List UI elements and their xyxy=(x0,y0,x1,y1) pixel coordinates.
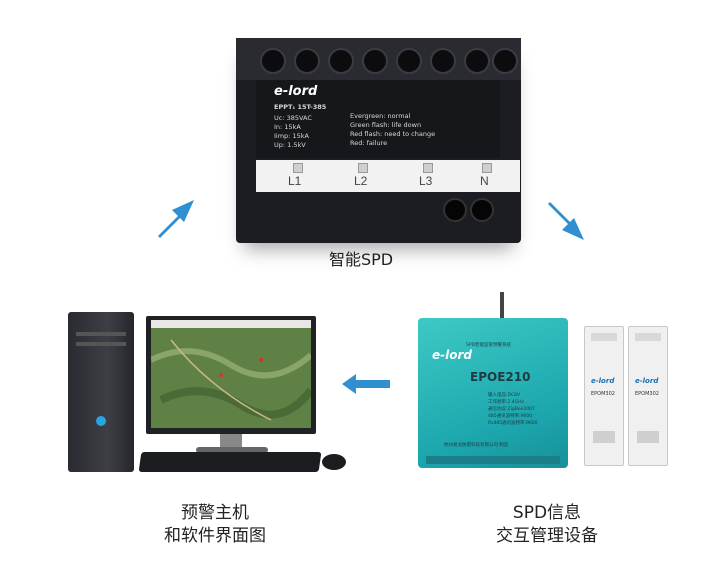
spd-brand-logo: e-lord xyxy=(274,84,318,99)
software-map-screen xyxy=(151,320,311,428)
host-caption-line2: 和软件界面图 xyxy=(164,526,266,546)
rail-module-bottom xyxy=(593,431,615,443)
status-led xyxy=(482,163,492,173)
terminal-hole xyxy=(470,198,494,222)
power-button-icon xyxy=(96,416,106,426)
arrow-shape xyxy=(342,374,390,394)
spd-spec: Up: 1.5kV xyxy=(274,141,306,149)
rail-module-model: EPOM302 xyxy=(635,391,659,397)
spd-status-legend: Red: failure xyxy=(350,139,388,147)
device-header: SPD智能监管预警系统 xyxy=(466,343,512,348)
device-brand-logo: e-lord xyxy=(432,348,472,362)
spd-spec: Iimp: 15kA xyxy=(274,132,309,140)
terminal-screw xyxy=(260,48,286,74)
phase-label-n: N xyxy=(480,174,489,188)
phase-label-l2: L2 xyxy=(354,174,368,188)
keyboard xyxy=(138,452,322,472)
arrow-shape xyxy=(158,200,194,238)
rail-module-brand: e-lord xyxy=(635,377,659,385)
spd-interaction-device: SPD智能监管预警系统 e-lord EPOE210 输入电压:DC8V 工作频… xyxy=(418,318,568,468)
rail-module-bottom xyxy=(637,431,659,443)
drive-bay xyxy=(76,332,126,336)
arrow-left-icon xyxy=(342,374,390,394)
terminal-screw xyxy=(430,48,456,74)
rail-module-model: EPOM302 xyxy=(591,391,615,397)
rail-module: e-lord EPOM302 xyxy=(628,326,668,466)
spd-front-panel: e-lord EPPT₁ 15T-385 Uc: 385VAC In: 15kA… xyxy=(256,80,500,158)
host-computer-tower xyxy=(68,312,134,472)
host-caption-line1: 预警主机 xyxy=(181,503,249,523)
map-view xyxy=(151,320,311,428)
device-caption-line1: SPD信息 xyxy=(512,503,582,523)
terminal-screw xyxy=(328,48,354,74)
rail-module-top xyxy=(591,333,617,341)
status-led xyxy=(358,163,368,173)
arrow-down-right-icon xyxy=(548,202,584,240)
status-led xyxy=(423,163,433,173)
smart-spd-caption: 智能SPD xyxy=(329,250,394,269)
drive-bay xyxy=(76,342,126,346)
spd-terminal-row xyxy=(236,38,521,80)
spd-spec: In: 15kA xyxy=(274,123,301,131)
phase-label-l3: L3 xyxy=(419,174,433,188)
terminal-screw xyxy=(464,48,490,74)
rail-module: e-lord EPOM302 xyxy=(584,326,624,466)
spd-status-legend: Evergreen: normal xyxy=(350,112,411,120)
phase-label-l1: L1 xyxy=(288,174,302,188)
rail-module-brand: e-lord xyxy=(591,377,615,385)
device-terminal-strip xyxy=(426,456,560,464)
spd-spec: Uc: 385VAC xyxy=(274,114,312,122)
device-spec: 输入电压:DC8V xyxy=(488,393,521,398)
arrow-up-right-icon xyxy=(158,200,194,238)
mouse xyxy=(322,454,346,470)
device-spec: Rs485通讯波特率:9600 xyxy=(488,421,538,426)
terminal-screw xyxy=(492,48,518,74)
antenna xyxy=(500,292,504,322)
spd-status-legend: Green flash: life down xyxy=(350,121,422,129)
device-manufacturer: 杭州易龙防雷科技有限公司 制造 xyxy=(444,443,509,448)
device-spec: 485通讯波特率:9600 xyxy=(488,414,533,419)
terminal-screw xyxy=(362,48,388,74)
spd-status-legend: Red flash: need to change xyxy=(350,130,436,138)
monitor-base xyxy=(196,447,268,453)
spd-model: EPPT₁ 15T-385 xyxy=(274,103,327,111)
device-caption-line2: 交互管理设备 xyxy=(496,526,598,546)
terminal-screw xyxy=(294,48,320,74)
terminal-screw xyxy=(396,48,422,74)
terminal-hole xyxy=(443,198,467,222)
rail-module-top xyxy=(635,333,661,341)
device-spec: 通信协议:ZigBee2007 xyxy=(488,407,535,412)
status-led xyxy=(293,163,303,173)
arrow-shape xyxy=(548,202,584,240)
device-spec: 工作频率:2.4GHz xyxy=(488,400,524,405)
monitor-stand xyxy=(220,434,242,448)
device-model: EPOE210 xyxy=(470,370,531,384)
